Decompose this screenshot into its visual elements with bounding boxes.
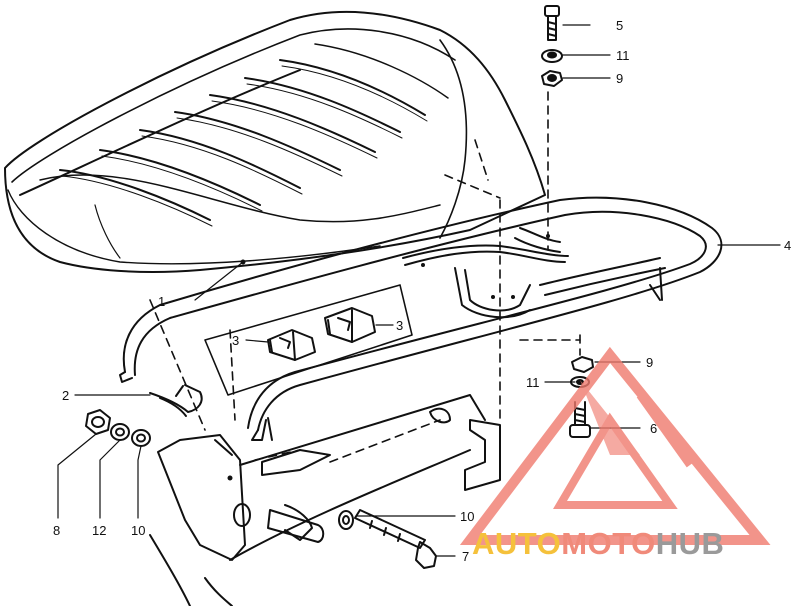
callout-4: 4 [784, 238, 791, 253]
callout-2: 2 [62, 388, 69, 403]
bolt-7 [354, 509, 437, 569]
callout-7: 7 [462, 549, 469, 564]
watermark-moto: MOTO [561, 526, 655, 561]
nut-9-right [571, 356, 594, 373]
callout-1: 1 [158, 294, 165, 309]
callout-12: 12 [92, 523, 106, 538]
grab-rail [119, 196, 723, 441]
callout-6: 6 [650, 421, 657, 436]
washer-10-bottom [338, 510, 354, 530]
frame-bracket [149, 394, 501, 606]
washer-10-left [131, 429, 151, 447]
washer-12 [110, 423, 130, 441]
seat [4, 11, 546, 273]
callouts: 1 2 3 3 4 5 6 7 8 9 9 10 10 11 11 12 [53, 18, 791, 564]
callout-10-left: 10 [131, 523, 145, 538]
callout-11-top: 11 [616, 48, 630, 63]
watermark-hub: HUB [656, 526, 725, 561]
nut-9-top [541, 70, 563, 87]
callout-10-bottom: 10 [460, 509, 474, 524]
callout-3-right: 3 [396, 318, 403, 333]
bolt-5 [544, 5, 560, 41]
nut-8 [85, 409, 111, 435]
seat-hinge [149, 384, 203, 417]
detail-panel [204, 284, 413, 396]
callout-3-left: 3 [232, 333, 239, 348]
rubber-mount-left [267, 329, 316, 361]
callout-5: 5 [616, 18, 623, 33]
watermark-triangle-logo [459, 346, 771, 545]
bolt-6 [569, 401, 591, 438]
washer-11-top [541, 49, 563, 63]
callout-9-right: 9 [646, 355, 653, 370]
callout-8: 8 [53, 523, 60, 538]
callout-11-right: 11 [526, 375, 540, 390]
watermark-text: AUTOMOTOHUB [472, 526, 724, 561]
callout-9-top: 9 [616, 71, 623, 86]
rubber-mount-right [324, 307, 376, 343]
watermark: AUTOMOTOHUB [459, 346, 771, 561]
watermark-auto: AUTO [472, 526, 561, 561]
spacer [267, 509, 325, 543]
leader-lines [57, 24, 781, 557]
